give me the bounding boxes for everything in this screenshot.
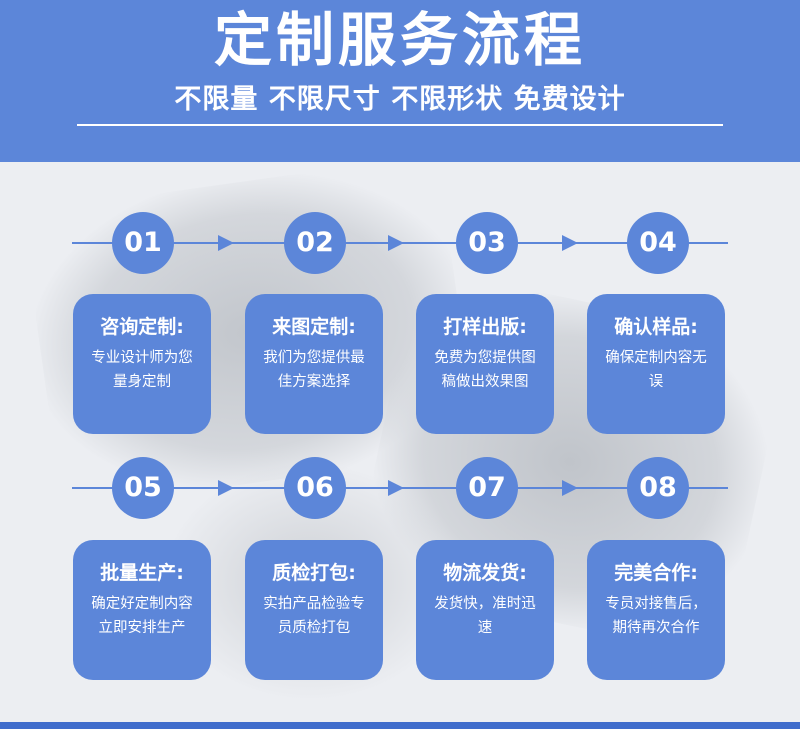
step-desc: 实拍产品检验专员质检打包 bbox=[263, 596, 365, 636]
step-title: 咨询定制: bbox=[100, 316, 184, 338]
step-number-03: 03 bbox=[456, 212, 518, 274]
arrow-right-icon bbox=[388, 480, 404, 496]
step-title: 质检打包: bbox=[272, 562, 356, 584]
arrow-right-icon bbox=[218, 480, 234, 496]
step-desc: 发货快，准时迅速 bbox=[434, 596, 536, 636]
footer-bar bbox=[0, 722, 800, 729]
step-card-02: 来图定制: 我们为您提供最佳方案选择 bbox=[245, 294, 383, 434]
step-number-04: 04 bbox=[627, 212, 689, 274]
step-desc: 我们为您提供最佳方案选择 bbox=[263, 350, 365, 390]
step-card-04: 确认样品: 确保定制内容无误 bbox=[587, 294, 725, 434]
step-card-05: 批量生产: 确定好定制内容立即安排生产 bbox=[73, 540, 211, 680]
step-number-01: 01 bbox=[112, 212, 174, 274]
step-number-02: 02 bbox=[284, 212, 346, 274]
arrow-right-icon bbox=[388, 235, 404, 251]
step-card-08: 完美合作: 专员对接售后，期待再次合作 bbox=[587, 540, 725, 680]
step-title: 物流发货: bbox=[443, 562, 527, 584]
header-divider bbox=[77, 124, 723, 126]
arrow-right-icon bbox=[562, 235, 578, 251]
step-desc: 确保定制内容无误 bbox=[605, 350, 707, 390]
step-card-01: 咨询定制: 专业设计师为您量身定制 bbox=[73, 294, 211, 434]
step-title: 确认样品: bbox=[614, 316, 698, 338]
step-number-05: 05 bbox=[112, 457, 174, 519]
step-desc: 专业设计师为您量身定制 bbox=[91, 350, 193, 390]
step-desc: 确定好定制内容立即安排生产 bbox=[91, 596, 193, 636]
page-subtitle: 不限量 不限尺寸 不限形状 免费设计 bbox=[174, 84, 626, 115]
step-number-08: 08 bbox=[627, 457, 689, 519]
arrow-right-icon bbox=[562, 480, 578, 496]
step-card-06: 质检打包: 实拍产品检验专员质检打包 bbox=[245, 540, 383, 680]
header-banner: 定制服务流程 不限量 不限尺寸 不限形状 免费设计 bbox=[0, 0, 800, 162]
step-card-03: 打样出版: 免费为您提供图稿做出效果图 bbox=[416, 294, 554, 434]
step-card-07: 物流发货: 发货快，准时迅速 bbox=[416, 540, 554, 680]
arrow-right-icon bbox=[218, 235, 234, 251]
step-desc: 专员对接售后，期待再次合作 bbox=[605, 596, 707, 636]
step-desc: 免费为您提供图稿做出效果图 bbox=[434, 350, 536, 390]
step-title: 完美合作: bbox=[614, 562, 698, 584]
step-title: 打样出版: bbox=[443, 316, 527, 338]
step-number-06: 06 bbox=[284, 457, 346, 519]
page-title: 定制服务流程 bbox=[213, 6, 586, 74]
step-title: 批量生产: bbox=[100, 562, 184, 584]
step-title: 来图定制: bbox=[272, 316, 356, 338]
step-number-07: 07 bbox=[456, 457, 518, 519]
